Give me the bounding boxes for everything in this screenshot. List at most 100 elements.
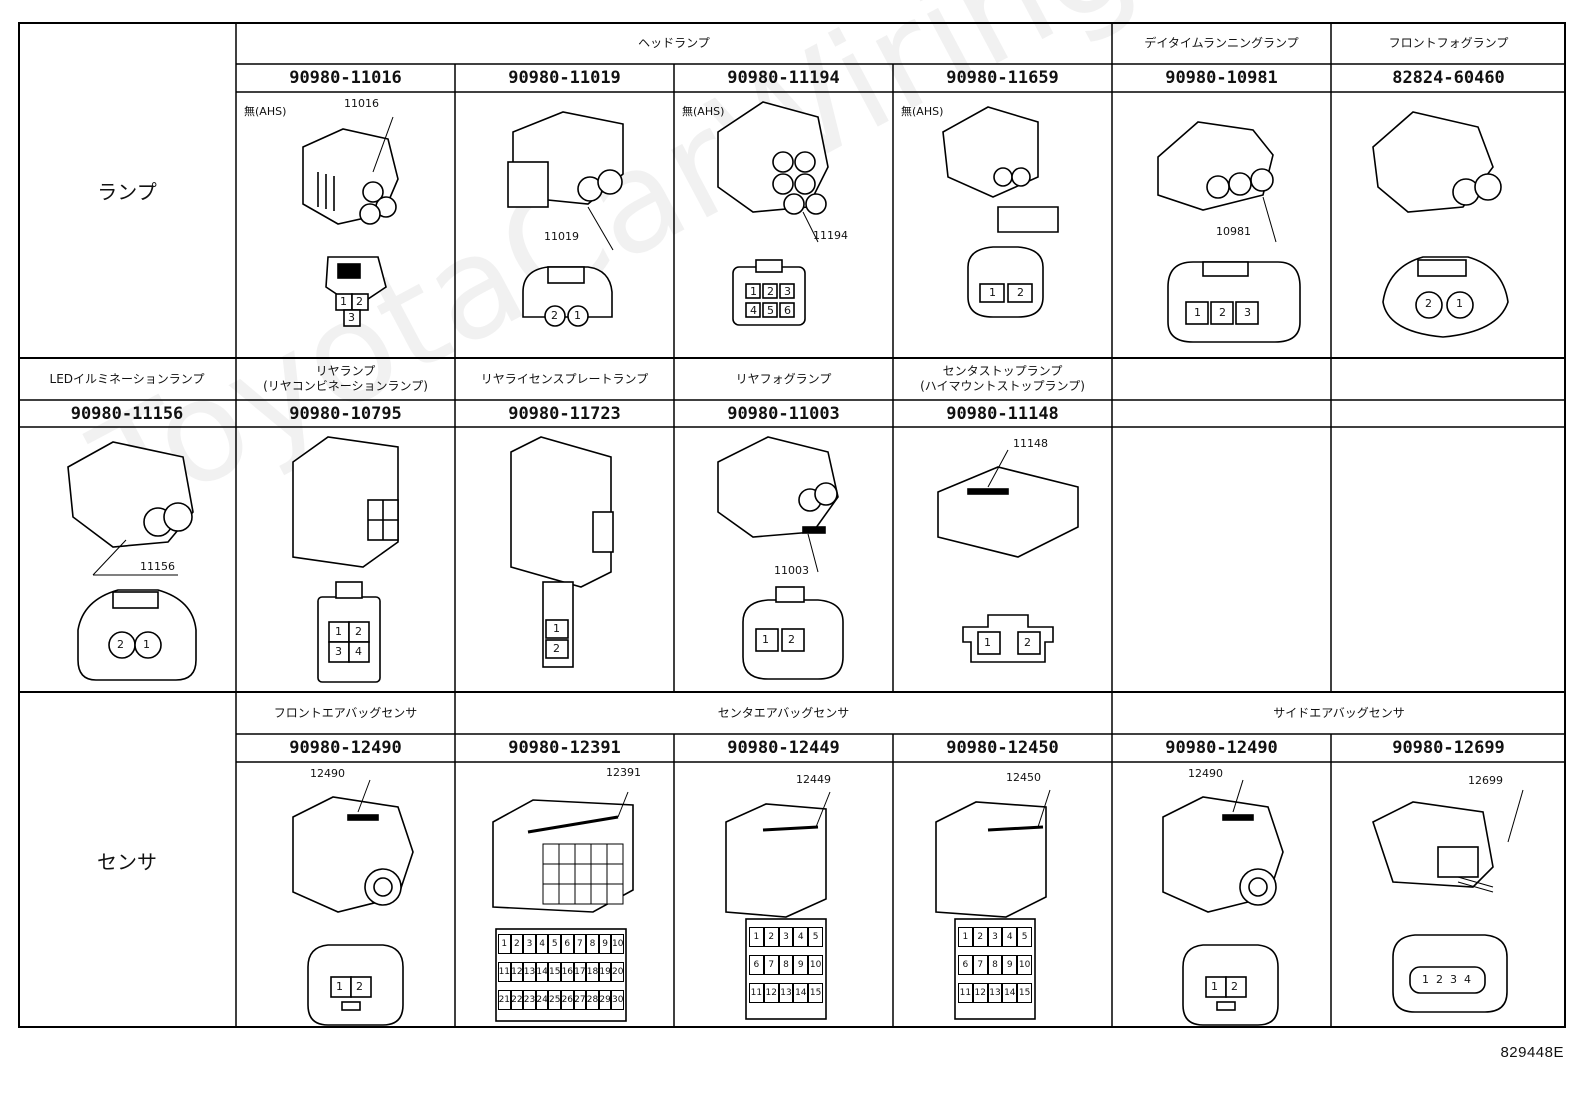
callout-tag: 11148 bbox=[1013, 437, 1048, 450]
pin-label: 16 bbox=[561, 962, 574, 982]
pin-label: 14 bbox=[535, 962, 549, 982]
group-label-front-airbag-sensor: フロントエアバッグセンサ bbox=[273, 705, 418, 720]
connector-drawing-10795 bbox=[292, 436, 399, 683]
pin-label: 1 bbox=[498, 934, 511, 954]
connector-drawing-11019 bbox=[507, 111, 624, 327]
pin-label: 18 bbox=[586, 962, 599, 982]
pin-label: 24 bbox=[535, 990, 549, 1010]
pin-label: 13 bbox=[778, 983, 794, 1003]
group-label-center-airbag-sensor: センタエアバッグセンサ bbox=[717, 705, 850, 720]
pin-label: 2 bbox=[767, 285, 774, 298]
pin-label: 22 bbox=[510, 990, 524, 1010]
pin-label: 3 bbox=[335, 645, 342, 658]
connector-drawing-11194 bbox=[717, 101, 829, 326]
connector-drawing-12699 bbox=[1372, 789, 1524, 1013]
callout-tag: 12699 bbox=[1468, 774, 1503, 787]
pin-label: 4 bbox=[1464, 973, 1471, 986]
pin-label: 2 bbox=[117, 638, 124, 651]
connector-drawing-11003 bbox=[717, 436, 844, 680]
pin-label: 1 bbox=[958, 927, 973, 947]
pin-label: 4 bbox=[355, 645, 362, 658]
pin-label: 11 bbox=[749, 983, 764, 1003]
pin-label: 3 bbox=[523, 934, 536, 954]
part-number: 90980-12699 bbox=[1392, 738, 1505, 758]
part-number: 90980-12450 bbox=[946, 738, 1059, 758]
figure-id: 829448E bbox=[1500, 1044, 1564, 1061]
pin-label: 2 bbox=[972, 927, 988, 947]
part-number: 90980-12490 bbox=[1165, 738, 1278, 758]
pin-label: 1 bbox=[143, 638, 150, 651]
pin-label: 1 bbox=[553, 622, 560, 635]
pin-label: 8 bbox=[778, 955, 794, 975]
pin-label: 1 bbox=[340, 295, 347, 308]
pin-label: 1 bbox=[749, 927, 764, 947]
pin-label: 23 bbox=[523, 990, 536, 1010]
connector-drawing-11016 bbox=[302, 116, 399, 327]
pin-label: 13 bbox=[523, 962, 536, 982]
connector-drawing-12391 bbox=[492, 791, 634, 1022]
lamp-label-rear-lamp: リヤランプ (リヤコンビネーションランプ) bbox=[236, 358, 455, 400]
pin-label: 5 bbox=[1017, 927, 1032, 947]
pin-label: 7 bbox=[763, 955, 779, 975]
connector-drawing-12490-front bbox=[292, 779, 414, 1026]
group-label-drl: デイタイムランニングランプ bbox=[1144, 35, 1299, 50]
part-number: 82824-60460 bbox=[1392, 68, 1505, 88]
lamp-label-license-plate: リヤライセンスプレートランプ bbox=[480, 371, 649, 386]
pin-label: 17 bbox=[573, 962, 587, 982]
pin-label: 2 bbox=[553, 642, 560, 655]
pin-label: 2 bbox=[763, 927, 779, 947]
pin-label: 1 bbox=[1456, 297, 1463, 310]
pin-label: 2 bbox=[356, 295, 363, 308]
pin-label: 1 bbox=[1194, 306, 1201, 319]
pin-label: 2 bbox=[788, 633, 795, 646]
pin-label: 2 bbox=[1436, 973, 1443, 986]
label-line: リヤランプ bbox=[315, 364, 376, 378]
callout-tag: 10981 bbox=[1216, 225, 1251, 238]
pin-label: 1 bbox=[989, 286, 996, 299]
pin-label: 7 bbox=[573, 934, 587, 954]
pin-label: 9 bbox=[1002, 955, 1018, 975]
part-number: 90980-12490 bbox=[289, 738, 402, 758]
pin-label: 2 bbox=[1219, 306, 1226, 319]
pin-label: 15 bbox=[808, 983, 823, 1003]
pin-label: 30 bbox=[611, 990, 624, 1010]
pin-label: 28 bbox=[586, 990, 599, 1010]
pin-label: 1 bbox=[984, 636, 991, 649]
part-number: 90980-11003 bbox=[727, 403, 840, 424]
pin-label: 8 bbox=[586, 934, 599, 954]
pin-label: 1 bbox=[1211, 980, 1218, 993]
variant-note: 無(AHS) bbox=[901, 105, 944, 118]
callout-tag: 11016 bbox=[344, 97, 379, 110]
pin-label: 9 bbox=[793, 955, 809, 975]
pin-label: 1 bbox=[336, 980, 343, 993]
connector-drawing-11723 bbox=[510, 436, 614, 668]
pin-label: 2 bbox=[551, 309, 558, 322]
pin-label: 10 bbox=[611, 934, 624, 954]
part-number: 90980-10795 bbox=[289, 403, 402, 424]
callout-tag: 12449 bbox=[796, 773, 831, 786]
lamp-label-center-stop: センタストップランプ (ハイマウントストップランプ) bbox=[893, 358, 1112, 400]
pin-label: 26 bbox=[561, 990, 574, 1010]
pin-label: 4 bbox=[750, 304, 757, 317]
part-number: 90980-11148 bbox=[946, 403, 1059, 424]
pin-label: 2 bbox=[355, 625, 362, 638]
callout-tag: 11003 bbox=[774, 564, 809, 577]
group-label-front-fog: フロントフォグランプ bbox=[1388, 35, 1509, 50]
pin-label: 13 bbox=[987, 983, 1003, 1003]
pin-label: 6 bbox=[784, 304, 791, 317]
connector-drawing-11659 bbox=[942, 106, 1059, 318]
pin-label: 2 bbox=[510, 934, 524, 954]
pin-label: 7 bbox=[972, 955, 988, 975]
pin-label: 2 bbox=[1231, 980, 1238, 993]
part-number: 90980-10981 bbox=[1165, 68, 1278, 88]
group-label-headlamp: ヘッドランプ bbox=[638, 35, 710, 50]
pin-label: 14 bbox=[793, 983, 809, 1003]
pin-label: 1 bbox=[574, 309, 581, 322]
pin-label: 1 bbox=[762, 633, 769, 646]
part-number: 90980-11016 bbox=[289, 68, 402, 88]
pin-label: 4 bbox=[793, 927, 809, 947]
pin-label: 14 bbox=[1002, 983, 1018, 1003]
label-line: (ハイマウントストップランプ) bbox=[920, 379, 1085, 393]
